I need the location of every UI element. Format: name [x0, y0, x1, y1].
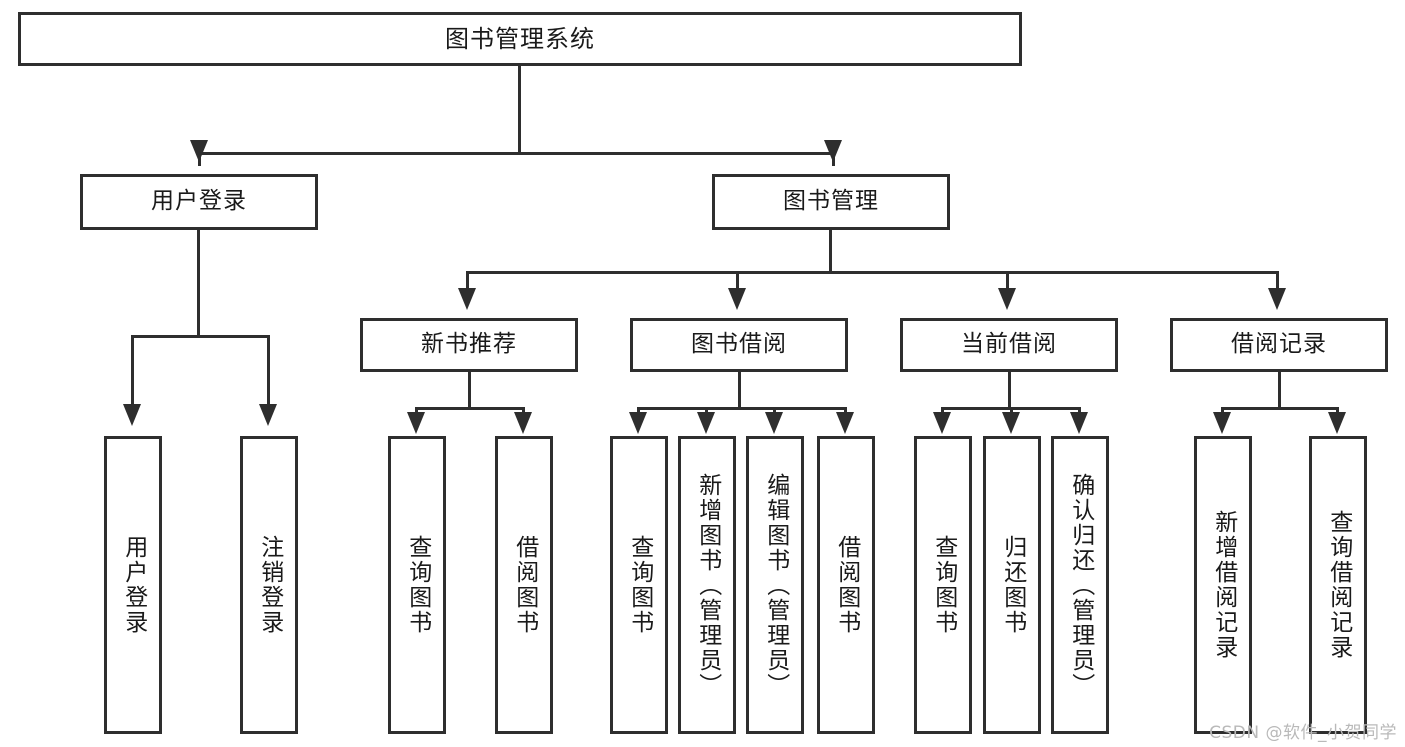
- connector-book-borrow-bar: [637, 407, 847, 410]
- node-current-borrow[interactable]: 当前借阅: [900, 318, 1118, 372]
- connector-book-mgmt-branch-4: [1276, 271, 1279, 293]
- connector-book-borrow-stem: [738, 372, 741, 407]
- node-book-management[interactable]: 图书管理: [712, 174, 950, 230]
- connector-book-mgmt-stem: [829, 230, 832, 271]
- arrowhead-root-to-user-login: [190, 140, 208, 162]
- leaf-label: 新增借阅记录: [1210, 510, 1237, 660]
- connector-book-mgmt-branch-1: [466, 271, 469, 293]
- node-root-system[interactable]: 图书管理系统: [18, 12, 1022, 66]
- connector-root-bar: [198, 152, 835, 155]
- arrowhead-current-borrow-leaf-1: [933, 412, 951, 434]
- leaf-book-borrow-borrow[interactable]: 借阅图书: [817, 436, 875, 734]
- arrowhead-book-mgmt-child-3: [998, 288, 1016, 310]
- arrowhead-book-borrow-leaf-4: [836, 412, 854, 434]
- leaf-label: 编辑图书（管理员）: [762, 472, 789, 698]
- leaf-borrow-records-add[interactable]: 新增借阅记录: [1194, 436, 1252, 734]
- arrowhead-book-mgmt-child-1: [458, 288, 476, 310]
- leaf-current-borrow-confirm[interactable]: 确认归还（管理员）: [1051, 436, 1109, 734]
- connector-user-login-branch-2: [267, 335, 270, 410]
- leaf-label: 确认归还（管理员）: [1067, 472, 1094, 698]
- leaf-label: 归还图书: [999, 535, 1026, 635]
- connector-borrow-records-stem: [1278, 372, 1281, 407]
- arrowhead-book-borrow-leaf-3: [765, 412, 783, 434]
- connector-new-book-bar: [415, 407, 525, 410]
- node-label: 图书借阅: [691, 331, 787, 358]
- leaf-label: 注销登录: [256, 535, 283, 635]
- leaf-label: 借阅图书: [511, 535, 538, 635]
- node-borrow-records[interactable]: 借阅记录: [1170, 318, 1388, 372]
- node-label: 图书管理系统: [445, 24, 595, 53]
- leaf-user-login-logout[interactable]: 注销登录: [240, 436, 298, 734]
- node-book-borrow[interactable]: 图书借阅: [630, 318, 848, 372]
- node-label: 借阅记录: [1231, 331, 1327, 358]
- node-user-login[interactable]: 用户登录: [80, 174, 318, 230]
- leaf-label: 用户登录: [120, 535, 147, 635]
- node-label: 图书管理: [783, 188, 879, 215]
- node-label: 用户登录: [151, 188, 247, 215]
- node-label: 新书推荐: [421, 331, 517, 358]
- arrowhead-book-mgmt-child-4: [1268, 288, 1286, 310]
- leaf-label: 新增图书（管理员）: [694, 472, 721, 698]
- connector-user-login-stem: [197, 230, 200, 335]
- arrowhead-new-book-leaf-1: [407, 412, 425, 434]
- leaf-current-borrow-return[interactable]: 归还图书: [983, 436, 1041, 734]
- leaf-new-book-borrow[interactable]: 借阅图书: [495, 436, 553, 734]
- leaf-book-borrow-add[interactable]: 新增图书（管理员）: [678, 436, 736, 734]
- arrowhead-current-borrow-leaf-3: [1070, 412, 1088, 434]
- connector-borrow-records-bar: [1221, 407, 1339, 410]
- connector-user-login-bar: [131, 335, 267, 338]
- leaf-label: 查询图书: [626, 535, 653, 635]
- connector-book-mgmt-branch-3: [1006, 271, 1009, 293]
- arrowhead-book-borrow-leaf-2: [697, 412, 715, 434]
- node-new-book-recommend[interactable]: 新书推荐: [360, 318, 578, 372]
- connector-book-mgmt-bar: [466, 271, 1278, 274]
- connector-book-mgmt-branch-2: [736, 271, 739, 293]
- leaf-current-borrow-query[interactable]: 查询图书: [914, 436, 972, 734]
- arrowhead-borrow-records-leaf-2: [1328, 412, 1346, 434]
- leaf-user-login-login[interactable]: 用户登录: [104, 436, 162, 734]
- arrowhead-current-borrow-leaf-2: [1002, 412, 1020, 434]
- leaf-borrow-records-query[interactable]: 查询借阅记录: [1309, 436, 1367, 734]
- arrowhead-book-borrow-leaf-1: [629, 412, 647, 434]
- arrowhead-borrow-records-leaf-1: [1213, 412, 1231, 434]
- arrowhead-book-mgmt-child-2: [728, 288, 746, 310]
- leaf-book-borrow-query[interactable]: 查询图书: [610, 436, 668, 734]
- node-label: 当前借阅: [961, 331, 1057, 358]
- leaf-label: 查询图书: [930, 535, 957, 635]
- leaf-label: 查询图书: [404, 535, 431, 635]
- connector-new-book-stem: [468, 372, 471, 407]
- leaf-book-borrow-edit[interactable]: 编辑图书（管理员）: [746, 436, 804, 734]
- connector-root-stem: [518, 66, 521, 152]
- arrowhead-user-login-leaf-2: [259, 404, 277, 426]
- arrowhead-user-login-leaf-1: [123, 404, 141, 426]
- leaf-label: 查询借阅记录: [1325, 510, 1352, 660]
- leaf-new-book-query[interactable]: 查询图书: [388, 436, 446, 734]
- arrowhead-root-to-book-mgmt: [824, 140, 842, 162]
- connector-current-borrow-stem: [1008, 372, 1011, 407]
- connector-user-login-branch-1: [131, 335, 134, 410]
- arrowhead-new-book-leaf-2: [514, 412, 532, 434]
- leaf-label: 借阅图书: [833, 535, 860, 635]
